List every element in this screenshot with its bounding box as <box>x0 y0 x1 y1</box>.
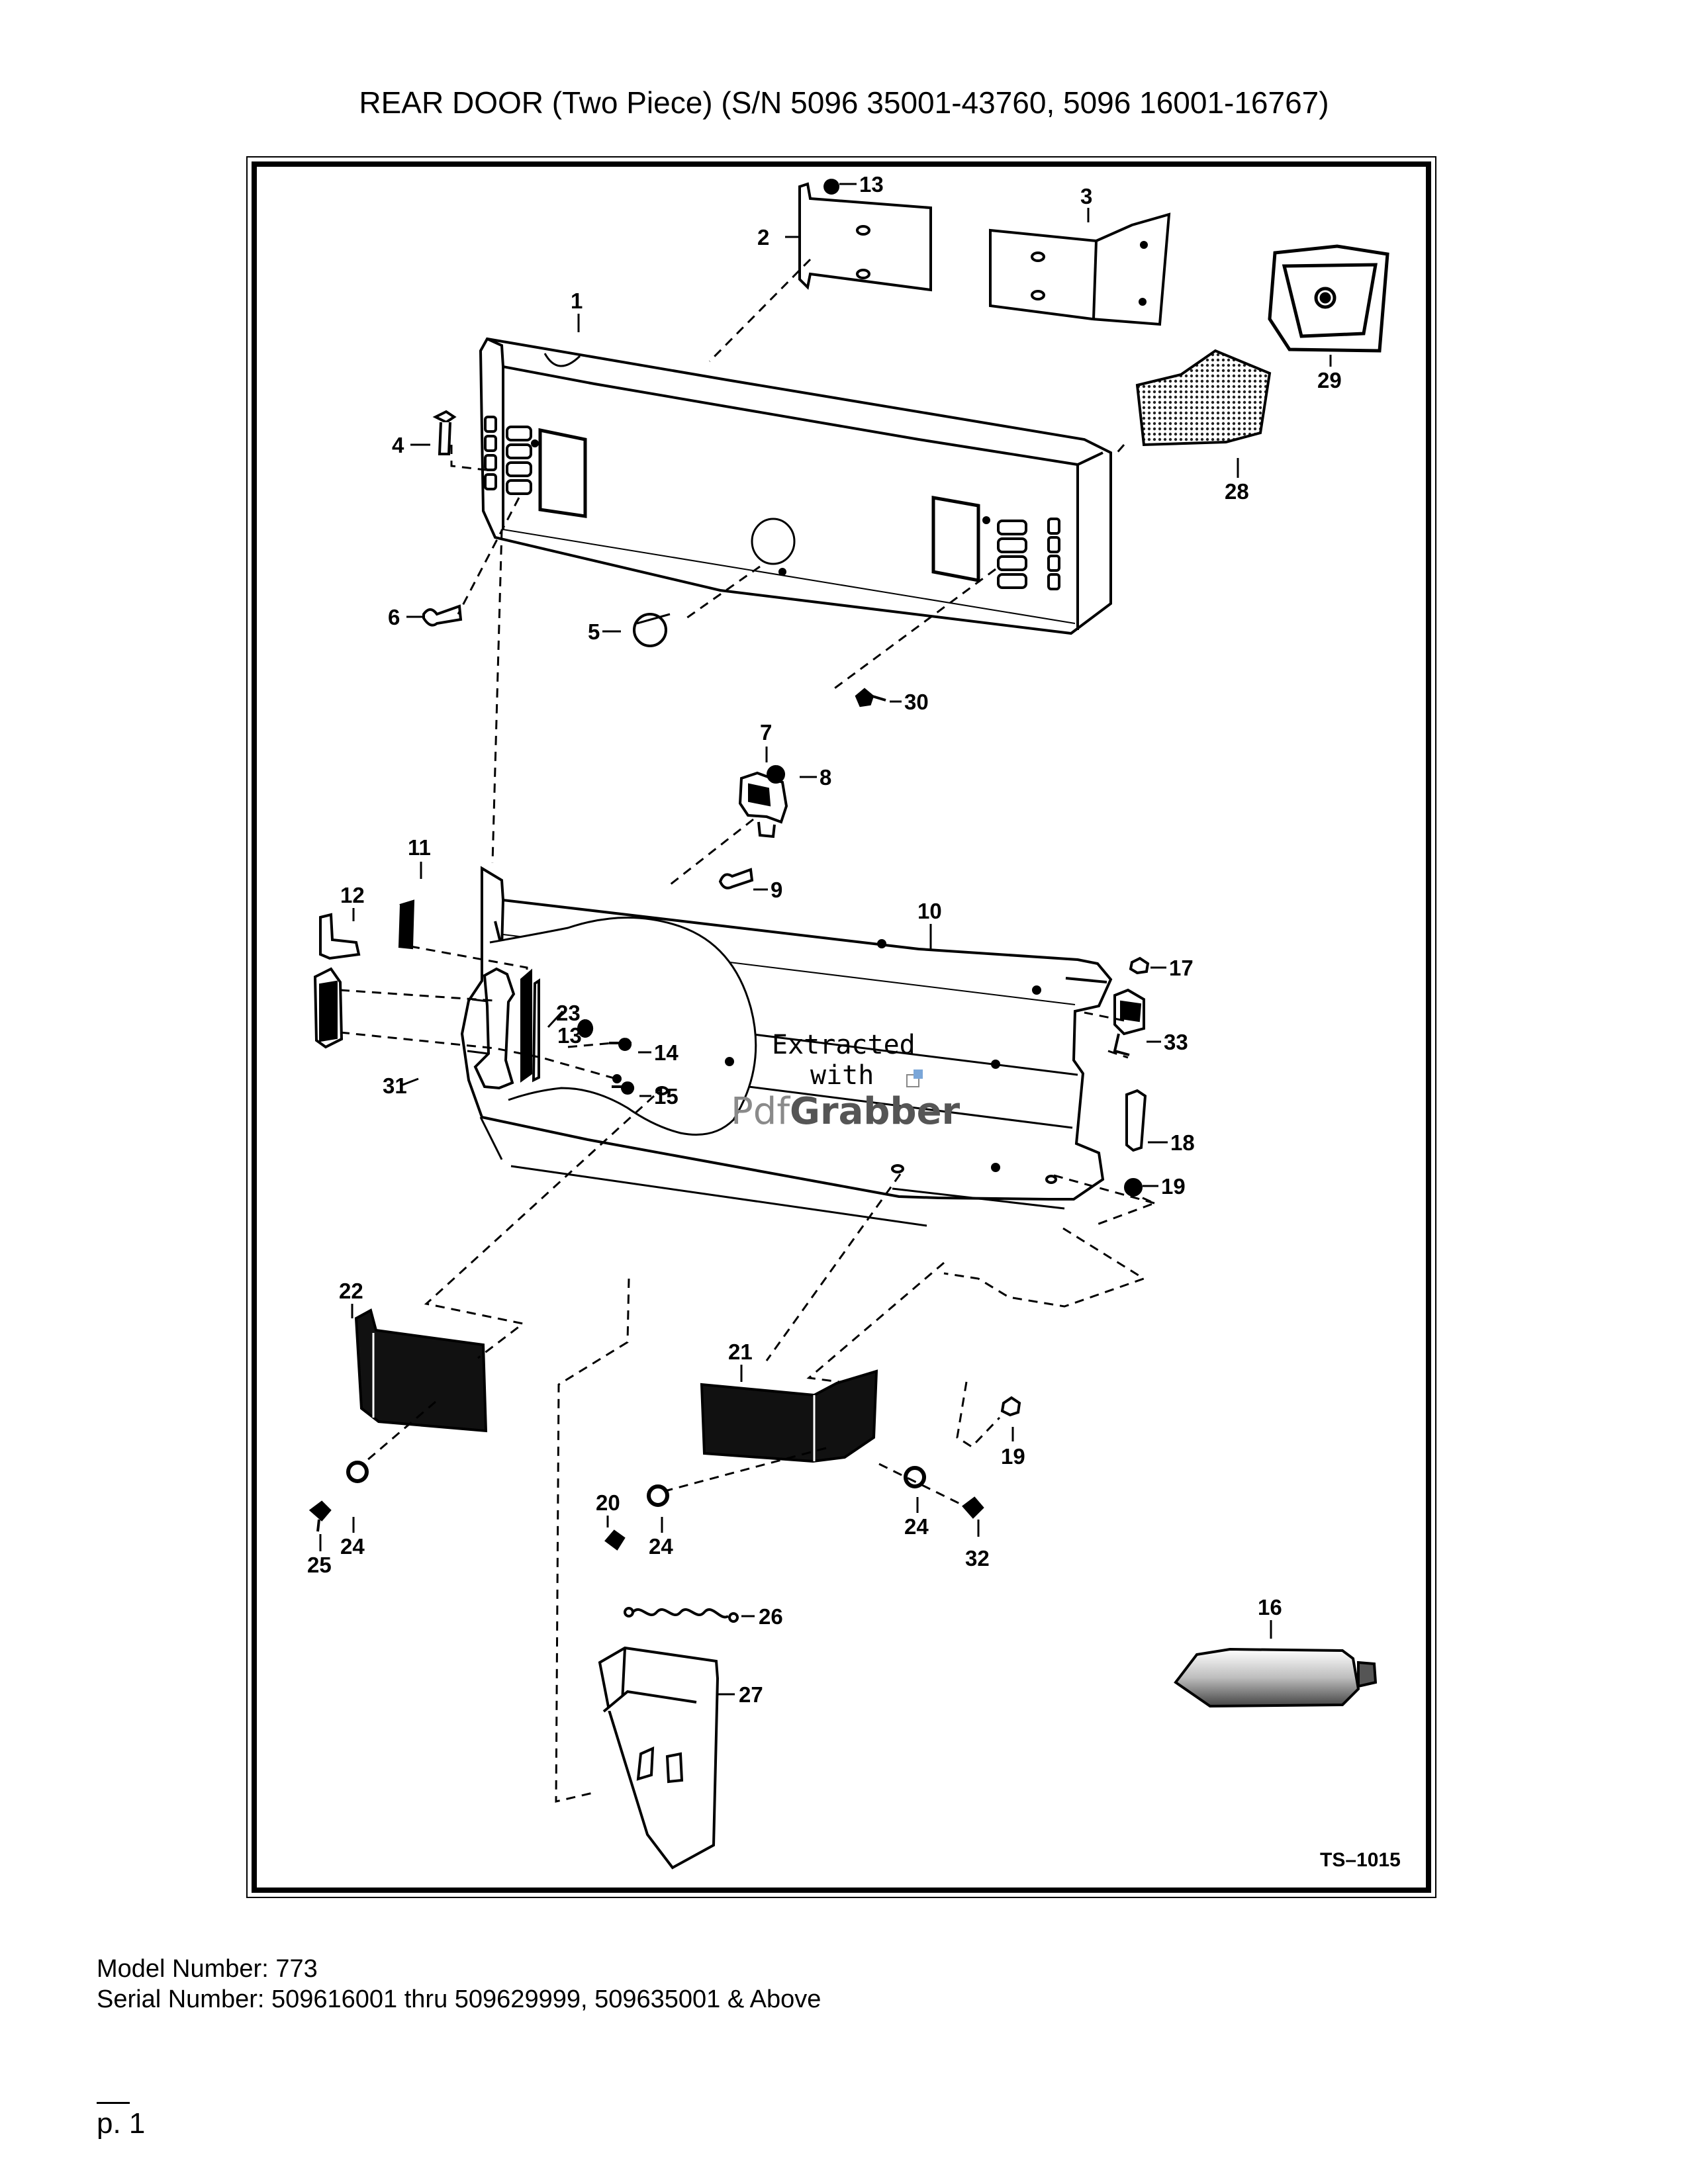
callout-19-right: 19 <box>1161 1174 1186 1199</box>
callout-16: 16 <box>1258 1595 1282 1619</box>
watermark-brand-light: Pdf <box>731 1090 790 1133</box>
page-number: p. 1 <box>97 2107 146 2140</box>
left-bracket <box>798 182 932 292</box>
exploded-parts-diagram: 13 2 3 1 29 28 4 5 6 30 7 8 9 10 11 12 1… <box>307 172 1401 1871</box>
callout-numbers: 13 2 3 1 29 28 4 5 6 30 7 8 9 10 11 12 1… <box>307 172 1342 1707</box>
hinge-hardware <box>313 899 634 1095</box>
callout-24-right: 24 <box>904 1514 929 1539</box>
callout-11: 11 <box>408 835 431 860</box>
callout-5: 5 <box>588 619 600 644</box>
callout-32: 32 <box>965 1546 990 1570</box>
pdfgrabber-watermark: Extracted with PdfGrabber <box>731 1030 961 1133</box>
callout-22: 22 <box>339 1279 363 1303</box>
callout-20: 20 <box>596 1490 620 1515</box>
callout-3: 3 <box>1080 184 1092 208</box>
diagram-frame <box>252 161 1431 1893</box>
page-number-rule <box>97 2102 130 2104</box>
callout-leaders <box>319 183 1332 1696</box>
assembly-leader-lines <box>340 258 1157 1803</box>
figure-code: TS–1015 <box>1320 1849 1401 1871</box>
model-number: Model Number: 773 <box>97 1955 318 1983</box>
callout-24-left: 24 <box>340 1534 365 1559</box>
callout-17: 17 <box>1169 956 1194 980</box>
watermark-logo-square-icon <box>914 1069 923 1079</box>
sealant-tube <box>1174 1647 1378 1708</box>
callout-9: 9 <box>771 878 782 902</box>
right-bracket <box>989 212 1171 326</box>
callout-6: 6 <box>388 605 400 629</box>
watermark-logo-icon <box>906 1074 919 1087</box>
callout-23: 23 <box>556 1001 581 1025</box>
callout-10: 10 <box>917 899 942 923</box>
lower-hardware <box>308 1396 1021 1551</box>
callout-12: 12 <box>340 883 365 907</box>
spring-and-guard <box>598 1607 739 1870</box>
callout-8: 8 <box>820 765 831 790</box>
upper-door-panel <box>479 337 1112 635</box>
callout-31: 31 <box>383 1073 407 1098</box>
callout-27: 27 <box>739 1682 763 1707</box>
reflector-left <box>354 1308 488 1433</box>
lower-door-panel <box>460 866 1113 1227</box>
callout-25: 25 <box>307 1553 332 1577</box>
upper-hardware <box>422 179 886 707</box>
callout-14: 14 <box>654 1040 679 1065</box>
watermark-line-2: with <box>810 1060 874 1091</box>
reflector-center <box>700 1369 878 1463</box>
diagram-frame-outer <box>246 156 1436 1898</box>
page-title: REAR DOOR (Two Piece) (S/N 5096 35001-43… <box>359 85 1329 120</box>
callout-2: 2 <box>757 225 769 250</box>
callout-28: 28 <box>1225 479 1249 504</box>
callout-26: 26 <box>759 1604 783 1629</box>
hinge-bracket <box>1113 956 1150 1197</box>
callout-24-center: 24 <box>649 1534 673 1559</box>
callout-19-lower: 19 <box>1001 1444 1025 1469</box>
callout-13-top: 13 <box>859 172 884 197</box>
mesh-screen <box>1135 349 1272 447</box>
lamp-housing <box>1268 244 1389 353</box>
callout-21: 21 <box>728 1340 753 1364</box>
callout-15: 15 <box>654 1084 679 1109</box>
latch-assembly <box>718 765 788 889</box>
serial-number: Serial Number: 509616001 thru 509629999,… <box>97 1985 821 2013</box>
watermark-brand: PdfGrabber <box>731 1090 961 1133</box>
callout-29: 29 <box>1317 368 1342 392</box>
callout-4: 4 <box>392 433 404 457</box>
callout-1: 1 <box>571 289 583 313</box>
callout-18: 18 <box>1170 1130 1195 1155</box>
callout-7: 7 <box>760 720 772 745</box>
watermark-brand-bold: Grabber <box>790 1090 961 1133</box>
watermark-line-1: Extracted <box>772 1030 915 1060</box>
callout-30: 30 <box>904 690 929 714</box>
callout-33: 33 <box>1164 1030 1188 1054</box>
callout-13-mid: 13 <box>557 1023 582 1048</box>
